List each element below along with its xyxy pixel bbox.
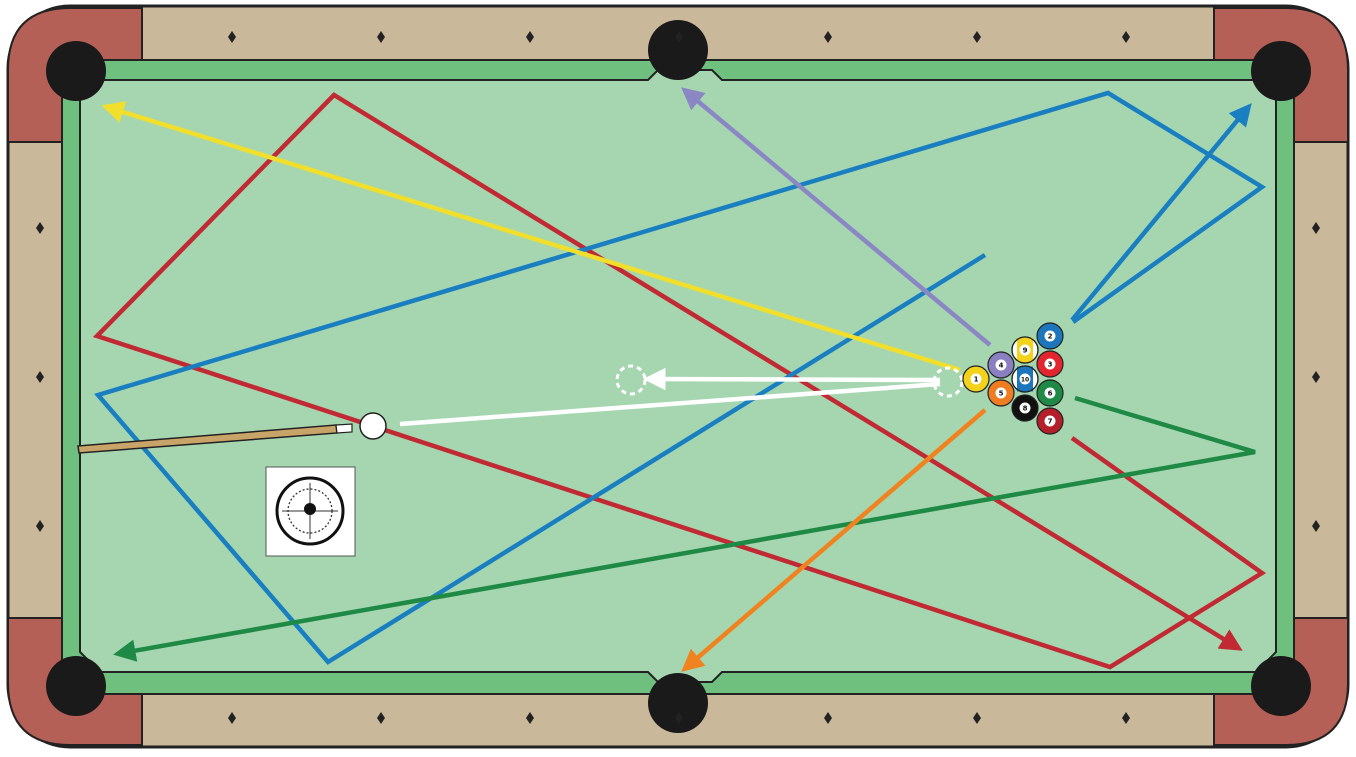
ball-number: 4 <box>999 362 1004 370</box>
pocket-bottom-left <box>46 656 106 716</box>
ball-number: 9 <box>1023 347 1028 355</box>
pocket-bottom-middle <box>648 673 708 733</box>
ball-number: 1 <box>974 376 979 384</box>
pocket-top-middle <box>648 20 708 80</box>
ball-4: 4 <box>988 352 1014 378</box>
pocket-top-right <box>1251 41 1311 101</box>
ball-8: 8 <box>1012 395 1038 421</box>
ball-number: 8 <box>1023 405 1028 413</box>
cue-ball-draw-path <box>652 379 940 380</box>
ball-number: 7 <box>1048 418 1053 426</box>
pocket-bottom-right <box>1251 656 1311 716</box>
ball-number: 3 <box>1048 361 1053 369</box>
ball-number: 6 <box>1048 390 1053 398</box>
ball-number: 2 <box>1048 333 1053 341</box>
ball-2: 2 <box>1037 323 1063 349</box>
cue-ball <box>360 413 386 439</box>
felt <box>80 70 1276 682</box>
ball-6: 6 <box>1037 380 1063 406</box>
ball-9: 9 <box>1012 337 1038 363</box>
aim-point <box>304 503 316 515</box>
ball-7: 7 <box>1037 408 1063 434</box>
ball-10: 10 <box>1012 366 1038 392</box>
ball-3: 3 <box>1037 351 1063 377</box>
ball-5: 5 <box>988 380 1014 406</box>
ball-number: 5 <box>999 390 1004 398</box>
cue-tip-aim-card <box>266 467 355 556</box>
ball-number: 10 <box>1021 377 1029 384</box>
pocket-top-left <box>46 41 106 101</box>
ball-1: 1 <box>963 366 989 392</box>
